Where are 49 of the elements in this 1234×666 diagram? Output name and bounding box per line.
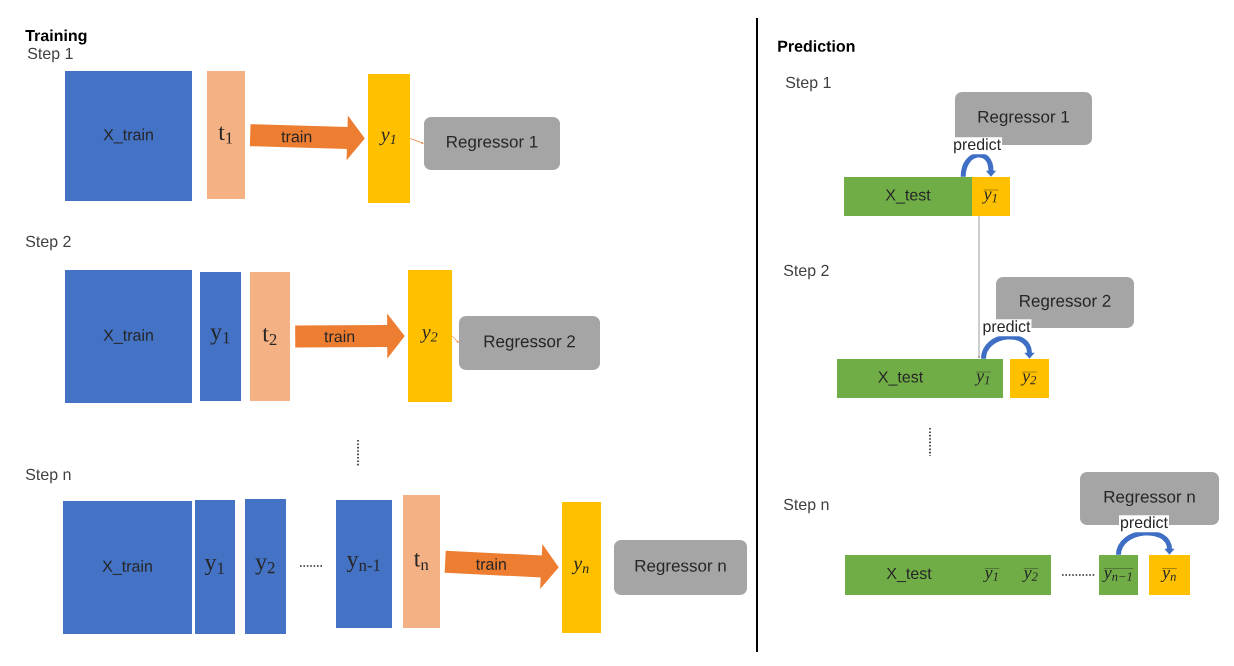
arrow <box>977 215 981 359</box>
prediction-cell: y$_{2}$ <box>1010 359 1049 398</box>
prediction-cell: y$_{1}$ <box>973 555 1011 595</box>
regressor-box: Regressor 2 <box>459 316 600 370</box>
prediction-cell: y$_{n−1}$ <box>1099 555 1138 595</box>
regressor-box: Regressor n <box>614 540 747 595</box>
node-label: X_test <box>878 371 924 386</box>
label-column: y$_{n}$ <box>562 502 601 633</box>
edge-label: predict <box>954 138 1001 154</box>
prediction-cell: y$_{n}$ <box>1149 555 1190 595</box>
label-column: y$_{1}$ <box>200 272 241 401</box>
edge-label: train <box>475 558 506 570</box>
arrow <box>981 334 1035 360</box>
section-heading: Training <box>25 29 87 45</box>
label-column: y$_{n-1}$ <box>336 500 392 628</box>
arrow <box>409 138 424 144</box>
label-column: y$_{1}$ <box>368 74 410 203</box>
step-label: Step n <box>783 498 829 514</box>
section-heading: Prediction <box>778 40 855 52</box>
edge-label: predict <box>1121 516 1168 532</box>
arrow <box>960 152 997 178</box>
label-column: y$_{2}$ <box>245 499 286 634</box>
arrow <box>451 335 459 343</box>
data-block: X_test <box>844 177 972 216</box>
target-column: t$_{1}$ <box>207 71 245 199</box>
node-label: X_test <box>886 567 932 583</box>
edge-label: predict <box>983 320 1031 336</box>
arrow <box>1116 530 1175 556</box>
step-label: Step 2 <box>783 264 829 280</box>
prediction-cell: y$_{1}$ <box>972 177 1010 216</box>
node-label: y$_{1}$ <box>983 569 998 583</box>
label-column: y$_{1}$ <box>195 500 235 634</box>
label-column: y$_{2}$ <box>408 270 452 402</box>
data-block: X_train <box>63 501 192 634</box>
target-column: t$_{2}$ <box>250 272 290 401</box>
step-label: Step 1 <box>785 76 831 92</box>
step-label: Step 2 <box>25 235 71 251</box>
step-label: Step 1 <box>27 47 73 63</box>
data-block: X_train <box>65 71 192 201</box>
node-label: y$_{1}$ <box>974 373 990 386</box>
prediction-cell: y$_{1}$ <box>964 359 1003 398</box>
node-label: y$_{2}$ <box>1022 569 1038 583</box>
edge-label: train <box>281 130 312 143</box>
step-label: Step n <box>25 468 71 484</box>
prediction-cell: y$_{2}$ <box>1011 555 1051 595</box>
edge-label: train <box>324 330 355 343</box>
target-column: t$_{n}$ <box>403 495 440 628</box>
regressor-box: Regressor 1 <box>424 117 560 170</box>
data-block: X_train <box>65 270 192 403</box>
